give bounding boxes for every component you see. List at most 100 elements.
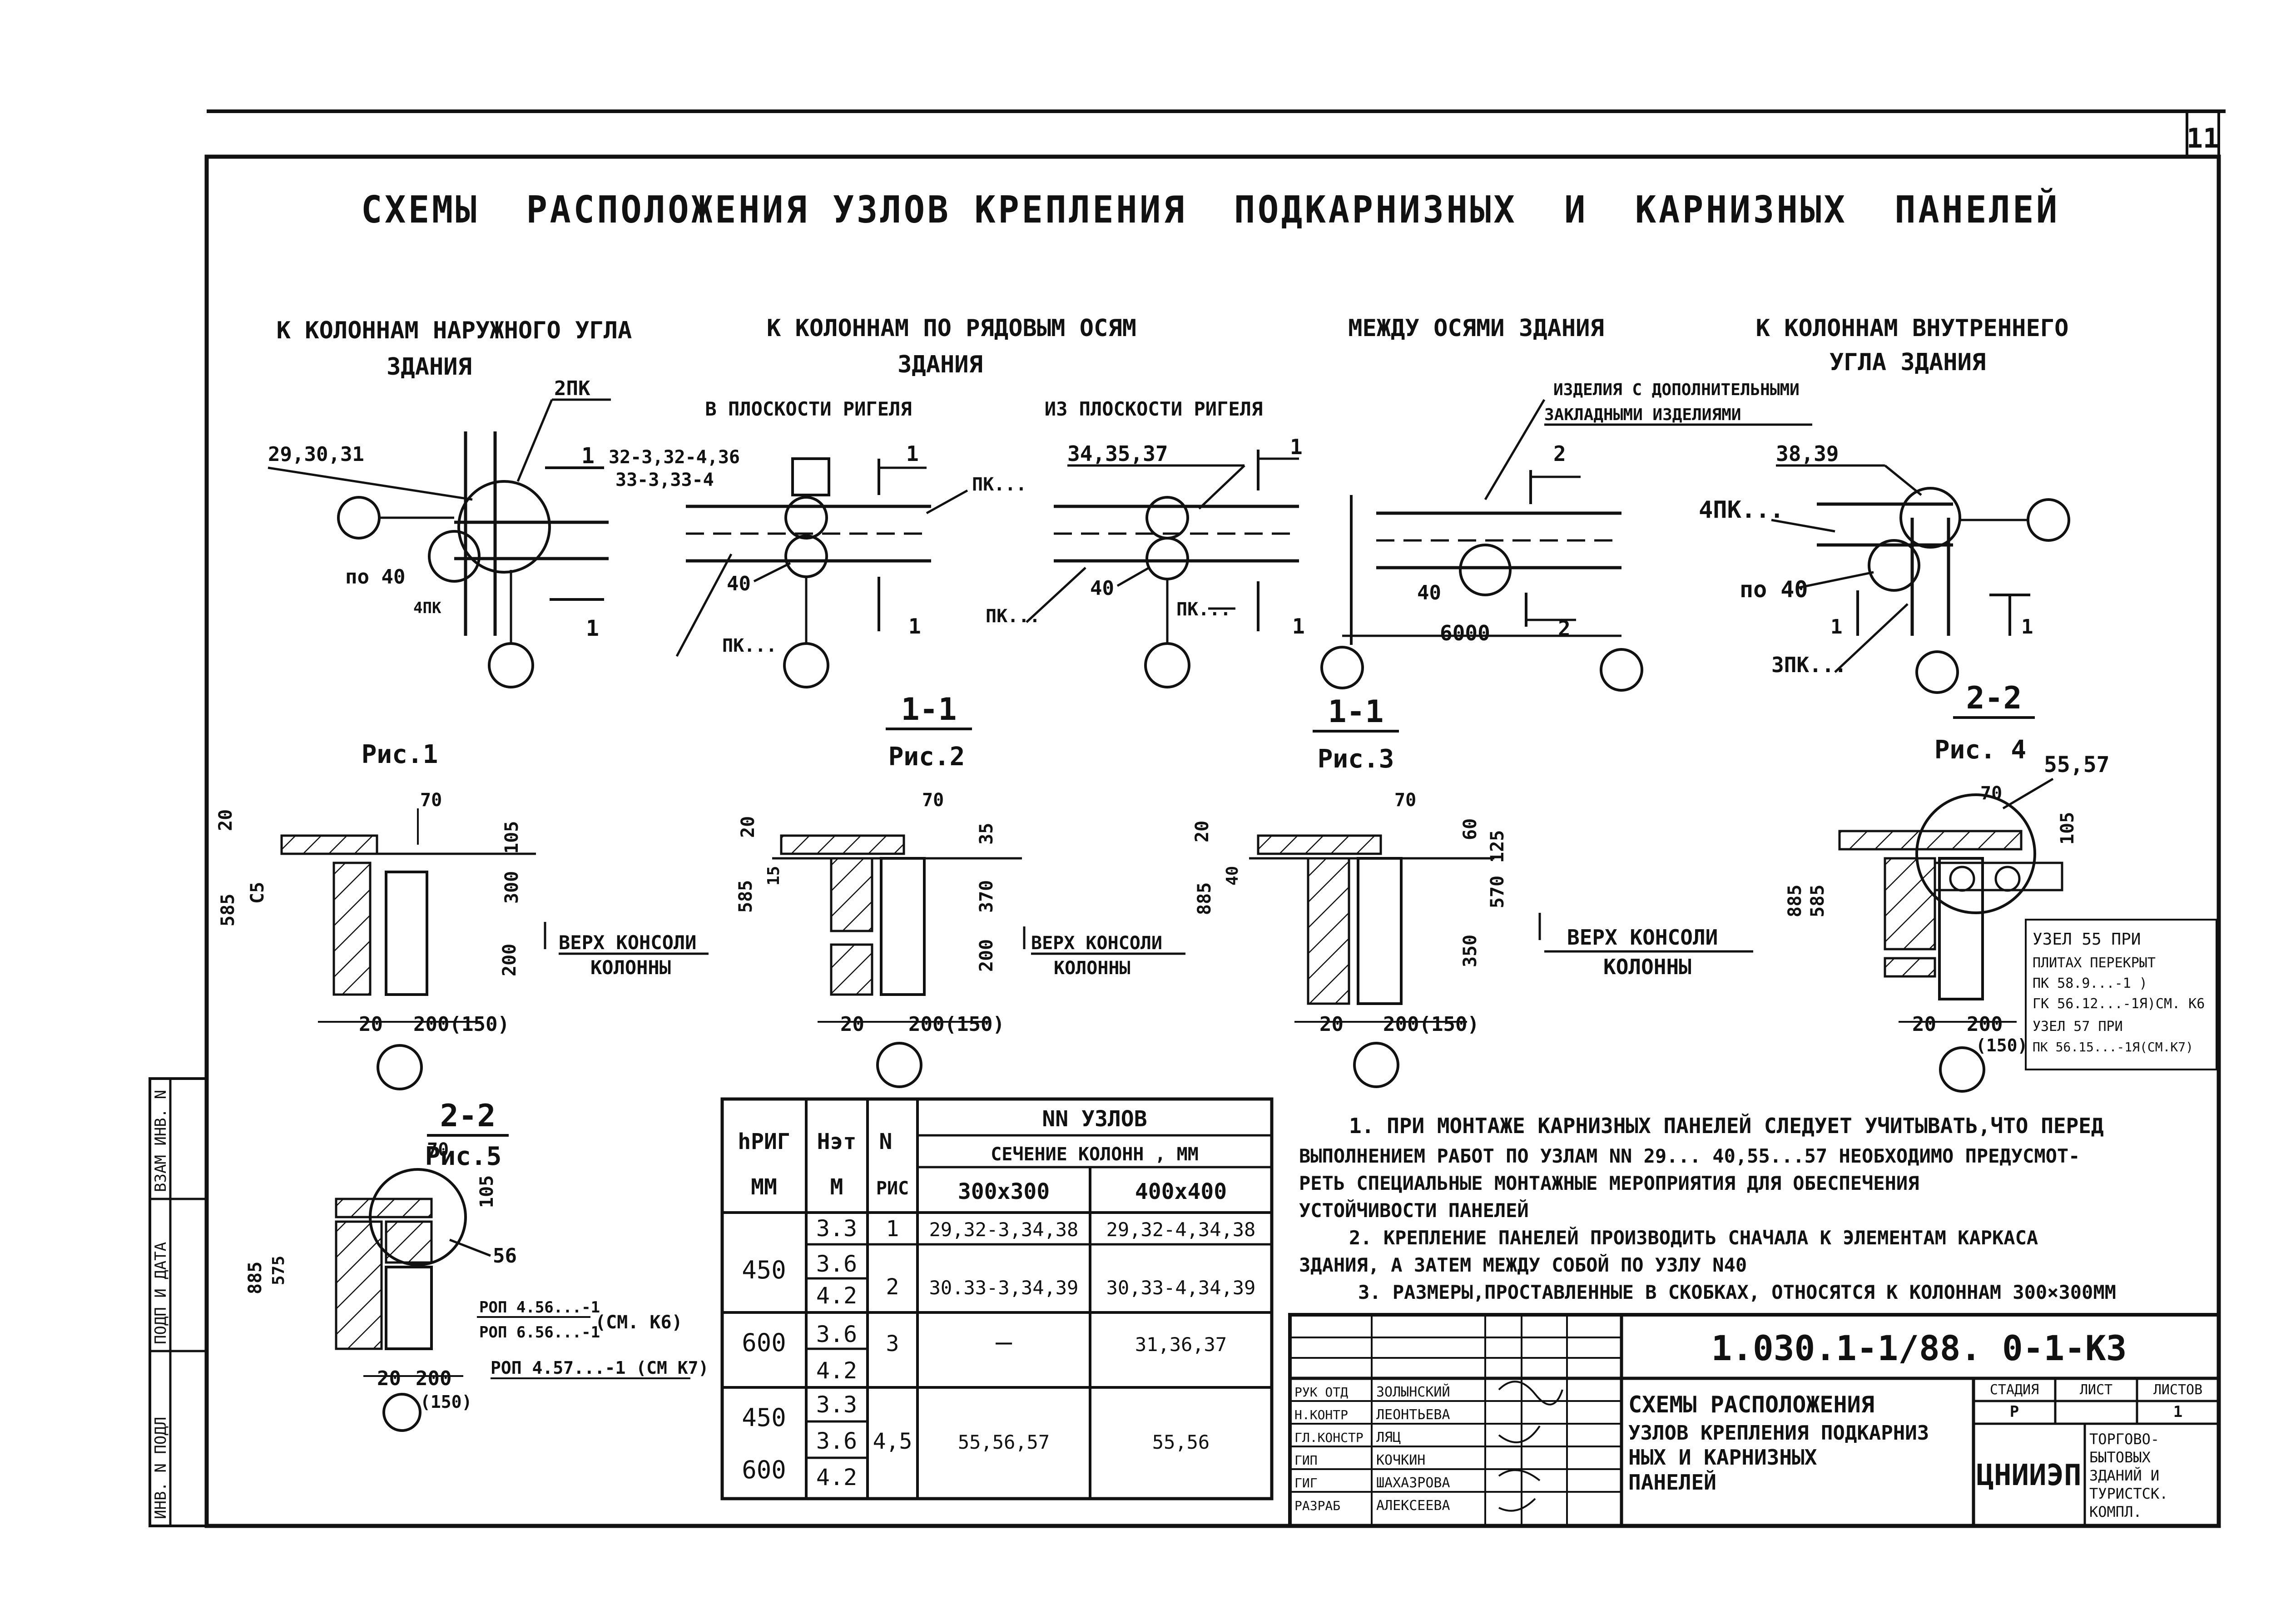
label-6000: 6000 [1440, 621, 1490, 645]
rop-note: РОП 4.56...-1 [479, 1298, 600, 1317]
table-cell-h-et: 4.2 [816, 1282, 857, 1309]
organization-sub: ЗДАНИЙ И [2089, 1467, 2159, 1484]
table-cell-h-et: 3.3 [816, 1391, 857, 1418]
dim: 885 [1785, 885, 1805, 917]
table-cell-h-et: 3.6 [816, 1428, 857, 1454]
scheme-between-axes: МЕЖДУ ОСЯМИ ЗДАНИЯ ИЗДЕЛИЯ С ДОПОЛНИТЕЛЬ… [1313, 315, 1812, 774]
note-line-2: ЗАКЛАДНЫМИ ИЗДЕЛИЯМИ [1544, 406, 1741, 424]
stamp-sheet-header: ЛИСТ [2080, 1382, 2112, 1398]
dim: 70 [1394, 790, 1416, 811]
scheme-heading: К КОЛОННАМ ПО РЯДОВЫМ ОСЯМ [767, 315, 1136, 342]
label-2b: 2 [1558, 616, 1571, 641]
section-detail-fig3: 70 20 60 125 885 40 570 350 ВЕРХ КОНСОЛИ… [1192, 790, 1753, 1088]
note: КОЛОННЫ [590, 956, 671, 979]
dim: 350 [1460, 935, 1481, 967]
table-cell-400: 31,36,37 [1135, 1333, 1227, 1356]
rop-note: (СМ. К6) [595, 1312, 683, 1333]
dim: 200(150) [413, 1013, 510, 1036]
note: ВЕРХ КОНСОЛИ [1031, 933, 1162, 954]
stamp-sheets-header: ЛИСТОВ [2153, 1382, 2202, 1398]
label-po40: по 40 [345, 565, 405, 589]
note: ПК 56.15...-1Я(СМ.К7) [2033, 1040, 2193, 1055]
scheme-heading: К КОЛОННАМ ВНУТРЕННЕГО [1756, 315, 2069, 342]
dim: С5 [247, 882, 268, 904]
dim: 300 [501, 871, 522, 904]
dim: 885 [245, 1262, 266, 1294]
section-label: 2-2 [440, 1098, 496, 1134]
table-cell-h-rig: 600 [742, 1328, 786, 1357]
label-section-1b: 1 [586, 616, 599, 641]
scheme-heading-2: ЗДАНИЯ [897, 351, 983, 378]
note: ВЕРХ КОНСОЛИ [1567, 925, 1718, 950]
scheme-heading: К КОЛОННАМ НАРУЖНОГО УГЛА [277, 317, 632, 344]
dim: 70 [420, 790, 442, 811]
scheme-inner-corner: К КОЛОННАМ ВНУТРЕННЕГО УГЛА ЗДАНИЯ 38,39… [1699, 315, 2070, 765]
stamp-name: ЛЕОНТЬЕВА [1376, 1407, 1450, 1423]
table-header: Нэт [817, 1129, 857, 1154]
table-cell-h-et: 3.3 [816, 1215, 857, 1242]
dim: 20 [1192, 821, 1213, 842]
stamp-title: НЫХ И КАРНИЗНЫХ [1628, 1445, 1817, 1470]
document-code: 1.030.1-1/88. 0-1-К3 [1711, 1328, 2127, 1368]
figure-caption: Рис.2 [888, 742, 965, 772]
table-cell-fig: 3 [886, 1331, 899, 1357]
section-label: 1-1 [1328, 694, 1384, 730]
dim: 15 [764, 866, 783, 886]
table-cell-h-rig: 600 [742, 1456, 786, 1484]
label-1d: 1 [1292, 614, 1305, 639]
dim: 20 [840, 1013, 864, 1036]
table-header: РИС [876, 1178, 909, 1199]
label-1b: 1 [2021, 615, 2033, 639]
side-stamp: ИНВ. N ПОДЛ ПОДП И ДАТА ВЗАМ ИНВ. N [149, 1077, 208, 1527]
label-po40: по 40 [1740, 576, 1808, 603]
stamp-title: СХЕМЫ РАСПОЛОЖЕНИЯ [1628, 1391, 1874, 1418]
dim: 200 [416, 1367, 451, 1390]
table-cell-300: — [996, 1326, 1012, 1358]
table-header: 300х300 [958, 1179, 1050, 1204]
figure-caption: Рис.5 [425, 1142, 502, 1171]
note: ГК 56.12...-1Я)СМ. К6 [2033, 996, 2205, 1012]
label-pk-3: ПК... [986, 606, 1040, 627]
dim: (150) [1976, 1035, 2028, 1055]
note: УЗЕЛ 57 ПРИ [2033, 1019, 2123, 1035]
table-cell-h-et: 3.6 [816, 1251, 857, 1277]
dim: 70 [1980, 783, 2002, 804]
dim: 35 [976, 823, 997, 845]
label-2: 2 [1553, 441, 1566, 466]
table-cell-h-rig: 450 [742, 1256, 786, 1284]
stamp-name: ЛЯЦ [1376, 1430, 1401, 1446]
nodes-table: hРИГ ММ Нэт М N РИС NN УЗЛОВ СЕЧЕНИЕ КОЛ… [720, 1097, 1274, 1500]
page-number: 11 [2187, 123, 2219, 154]
table-cell-400: 30,33-4,34,39 [1106, 1277, 1256, 1299]
label-nodes: 34,35,37 [1067, 441, 1168, 466]
dim: 200 [976, 939, 997, 972]
stamp-sheets: 1 [2173, 1403, 2182, 1421]
stamp-role: ГИГ [1294, 1475, 1318, 1490]
side-stamp-label: ПОДП И ДАТА [152, 1242, 170, 1344]
label-2pk: 2ПК [554, 377, 590, 400]
dim: 55,57 [2044, 752, 2110, 777]
scheme-heading-2: ЗДАНИЯ [387, 353, 472, 381]
label-section-1: 1 [581, 443, 595, 469]
label-nodes: 38,39 [1776, 441, 1839, 466]
stamp-name: ШАХАЗРОВА [1376, 1475, 1450, 1491]
stamp-stage: Р [2010, 1403, 2019, 1421]
dim: 105 [476, 1175, 497, 1208]
table-header: СЕЧЕНИЕ КОЛОНН , ММ [991, 1144, 1199, 1165]
note: КОЛОННЫ [1603, 955, 1691, 979]
rop-note: РОП 6.56...-1 [479, 1323, 600, 1342]
table-cell-300: 55,56,57 [958, 1431, 1050, 1453]
dim: 585 [218, 894, 238, 926]
dim: 40 [1223, 866, 1242, 886]
table-header: NN УЗЛОВ [1042, 1106, 1147, 1132]
dim: 200 [1967, 1013, 2003, 1036]
dim: 200(150) [1383, 1013, 1479, 1036]
dim: 585 [1807, 885, 1828, 917]
table-cell-h-et: 4.2 [816, 1357, 857, 1384]
organization-sub: ТОРГОВО- [2089, 1431, 2159, 1448]
label-1b: 1 [908, 614, 921, 639]
dim: (150) [420, 1392, 472, 1412]
stamp-role: РУК ОТД [1294, 1385, 1348, 1400]
label-3pk: 3ПК... [1771, 653, 1847, 677]
